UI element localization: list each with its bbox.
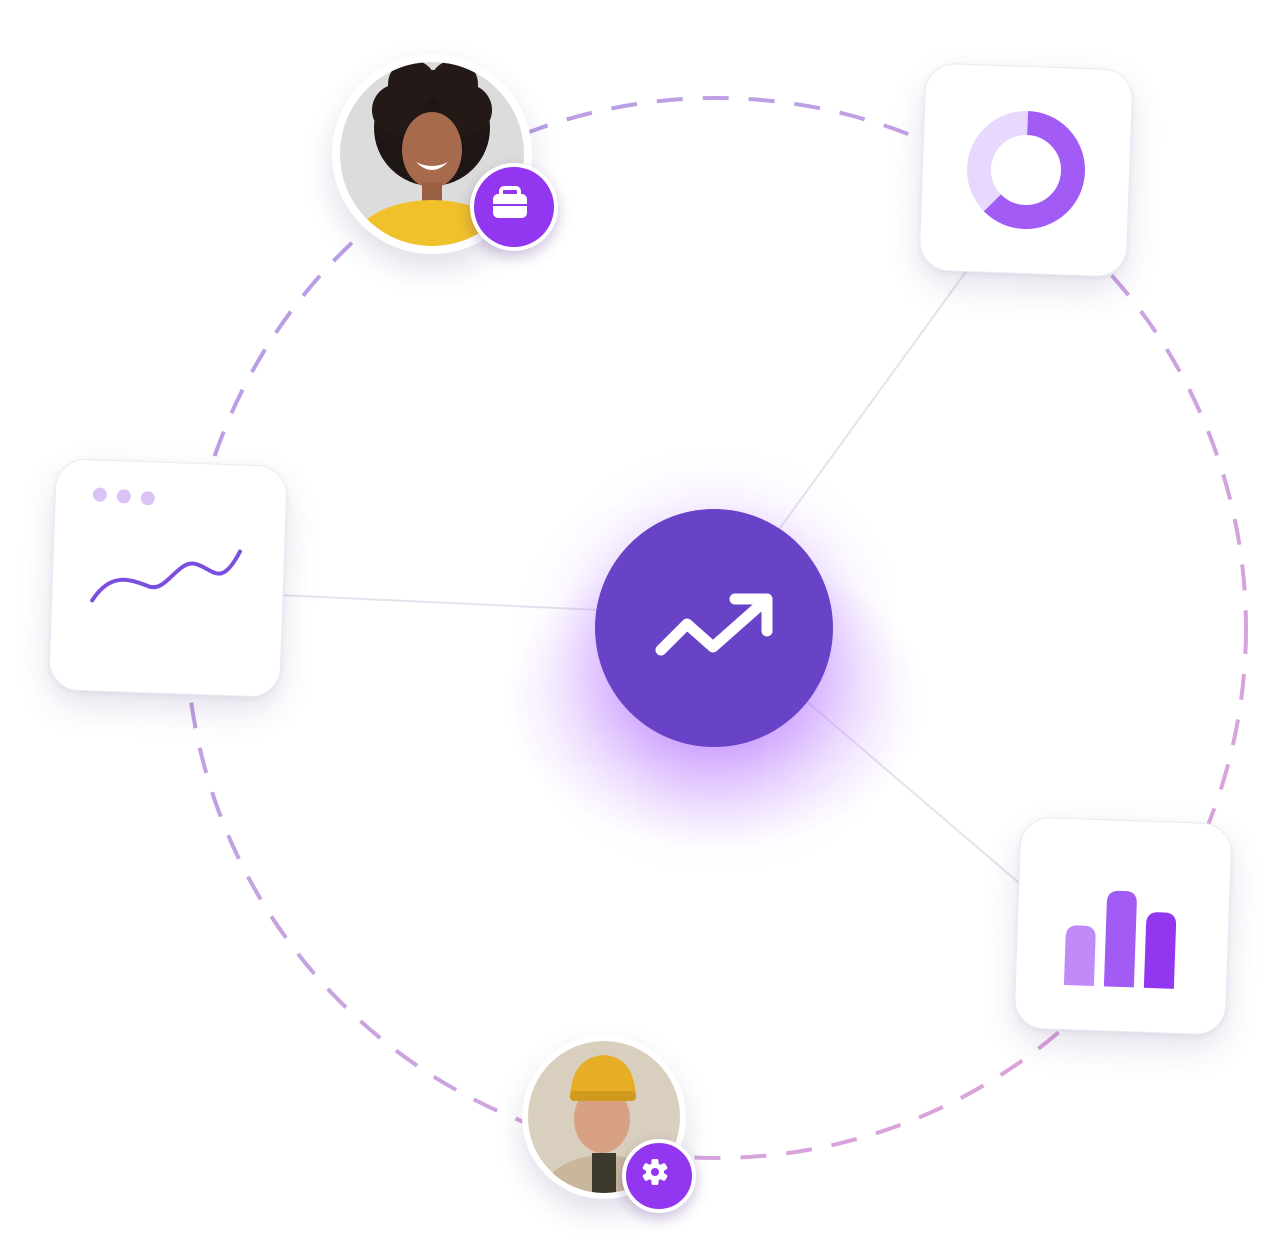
gear-icon xyxy=(642,1159,668,1185)
trend-line xyxy=(90,549,242,603)
window-dot-3 xyxy=(140,491,155,506)
window-dot-1 xyxy=(92,487,107,502)
connector-line-window xyxy=(277,594,601,611)
trending-up-icon xyxy=(655,593,773,656)
donut-chart-icon xyxy=(967,110,1085,229)
bar-1 xyxy=(1063,925,1096,987)
window-dot-2 xyxy=(116,489,131,504)
badge-briefcase xyxy=(470,163,558,251)
bar-chart-card[interactable] xyxy=(1013,816,1233,1036)
bar-chart-icon xyxy=(1063,890,1177,989)
badge-gear xyxy=(622,1139,696,1213)
briefcase-icon xyxy=(493,186,527,218)
donut-chart-card[interactable] xyxy=(918,62,1134,278)
connector-line-donut xyxy=(774,265,971,536)
line-chart-window-card[interactable] xyxy=(48,458,288,698)
bar-2 xyxy=(1103,890,1137,988)
line-chart-window-icon xyxy=(90,487,242,603)
person-avatar xyxy=(340,62,524,246)
trending-hub-button[interactable] xyxy=(595,509,833,747)
bar-3 xyxy=(1143,912,1177,989)
